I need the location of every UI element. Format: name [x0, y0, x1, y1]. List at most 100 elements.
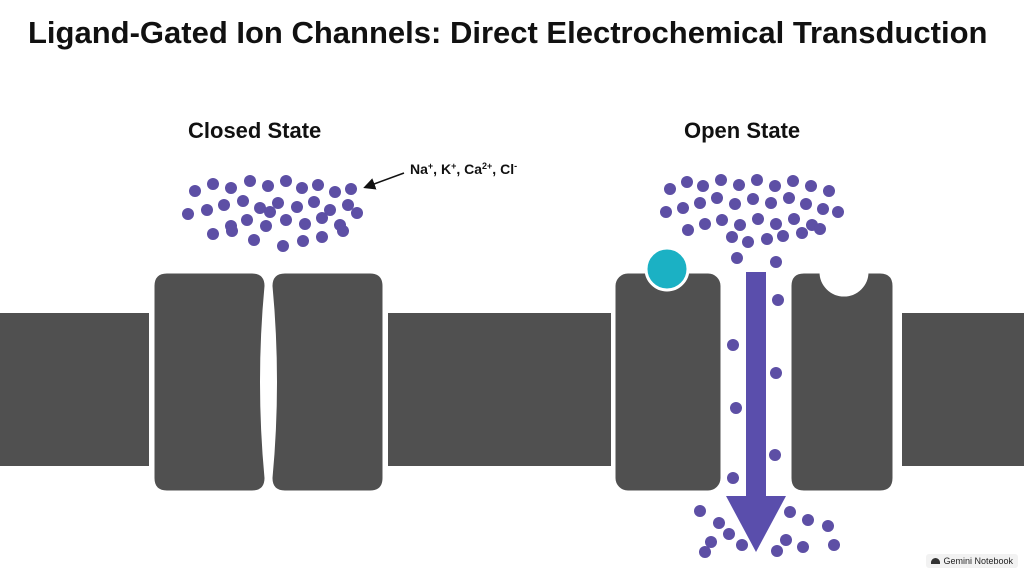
closed-cluster-ion [277, 240, 289, 252]
ion-ca: Ca [464, 161, 483, 177]
open-cluster-ion [664, 183, 676, 195]
membrane-middle [388, 313, 611, 466]
closed-cluster-ion [182, 208, 194, 220]
pore-ion [770, 367, 782, 379]
open-cluster-ion [733, 179, 745, 191]
closed-cluster-ion [218, 199, 230, 211]
closed-cluster-ion [237, 195, 249, 207]
closed-cluster-ion [264, 206, 276, 218]
closed-cluster-ion [225, 182, 237, 194]
open-cluster-ion [734, 219, 746, 231]
released-ion [771, 545, 783, 557]
watermark: Gemini Notebook [926, 554, 1018, 568]
open-cluster-ion [832, 206, 844, 218]
open-cluster-ion [796, 227, 808, 239]
ion-cl-charge: - [514, 161, 518, 171]
open-cluster-ion [777, 230, 789, 242]
pore-ion [770, 256, 782, 268]
ion-dots [182, 174, 844, 558]
open-state-label: Open State [684, 118, 801, 143]
closed-cluster-ion [297, 235, 309, 247]
open-cluster-ion [814, 223, 826, 235]
released-ion [797, 541, 809, 553]
closed-state-label: Closed State [188, 118, 322, 143]
pore-ion [769, 449, 781, 461]
closed-cluster-ion [244, 175, 256, 187]
open-cluster-ion [699, 218, 711, 230]
pore-ion [727, 339, 739, 351]
pore-ion [730, 402, 742, 414]
open-cluster-ion [752, 213, 764, 225]
closed-cluster-ion [316, 231, 328, 243]
open-cluster-ion [711, 192, 723, 204]
open-cluster-ion [783, 192, 795, 204]
closed-cluster-ion [280, 214, 292, 226]
ion-k: K [440, 161, 452, 177]
closed-cluster-ion [324, 204, 336, 216]
ion-flow-arrow-shaft [746, 272, 766, 498]
released-ion [699, 546, 711, 558]
closed-cluster-ion [296, 182, 308, 194]
membrane-right [902, 313, 1024, 466]
pore-ion [727, 472, 739, 484]
ion-ca-charge: 2+ [482, 161, 493, 171]
ion-flow-arrow-head [726, 496, 786, 552]
open-cluster-ion [823, 185, 835, 197]
open-cluster-ion [742, 236, 754, 248]
open-channel-right-subunit [788, 270, 896, 494]
closed-channel-left-subunit [151, 270, 268, 494]
closed-cluster-ion [248, 234, 260, 246]
closed-cluster-ion [342, 199, 354, 211]
diagram-title: Ligand-Gated Ion Channels: Direct Electr… [28, 15, 988, 50]
closed-cluster-ion [345, 183, 357, 195]
open-cluster-ion [682, 224, 694, 236]
closed-cluster-ion [260, 220, 272, 232]
open-cluster-ion [765, 197, 777, 209]
closed-cluster-ion [291, 201, 303, 213]
released-ion [780, 534, 792, 546]
released-ion [694, 505, 706, 517]
open-cluster-ion [681, 176, 693, 188]
released-ion [736, 539, 748, 551]
released-ion [828, 539, 840, 551]
closed-cluster-ion [337, 225, 349, 237]
open-cluster-ion [787, 175, 799, 187]
closed-cluster-ion [226, 225, 238, 237]
open-channel-left-subunit [612, 270, 724, 494]
open-cluster-ion [800, 198, 812, 210]
released-ion [713, 517, 725, 529]
open-cluster-ion [715, 174, 727, 186]
closed-cluster-ion [189, 185, 201, 197]
released-ion [705, 536, 717, 548]
closed-cluster-ion [254, 202, 266, 214]
released-ion [723, 528, 735, 540]
released-ion [802, 514, 814, 526]
ion-k-charge: + [451, 161, 457, 171]
open-cluster-ion [805, 180, 817, 192]
closed-cluster-ion [272, 197, 284, 209]
closed-channel-right-subunit [269, 270, 386, 494]
closed-cluster-ion [329, 186, 341, 198]
closed-cluster-ion [351, 207, 363, 219]
open-cluster-ion [769, 180, 781, 192]
open-cluster-ion [716, 214, 728, 226]
bound-ligand [644, 246, 690, 292]
open-cluster-ion [817, 203, 829, 215]
open-cluster-ion [747, 193, 759, 205]
open-cluster-ion [660, 206, 672, 218]
closed-cluster-ion [299, 218, 311, 230]
open-cluster-ion [770, 218, 782, 230]
open-cluster-ion [726, 231, 738, 243]
open-cluster-ion [729, 198, 741, 210]
released-ion [784, 506, 796, 518]
closed-cluster-ion [262, 180, 274, 192]
open-cluster-ion [694, 197, 706, 209]
ion-na: Na [410, 161, 428, 177]
ion-na-charge: + [427, 161, 434, 171]
closed-cluster-ion [201, 204, 213, 216]
closed-cluster-ion [312, 179, 324, 191]
gemini-icon [931, 558, 941, 564]
pore-ion [731, 252, 743, 264]
closed-cluster-ion [207, 178, 219, 190]
